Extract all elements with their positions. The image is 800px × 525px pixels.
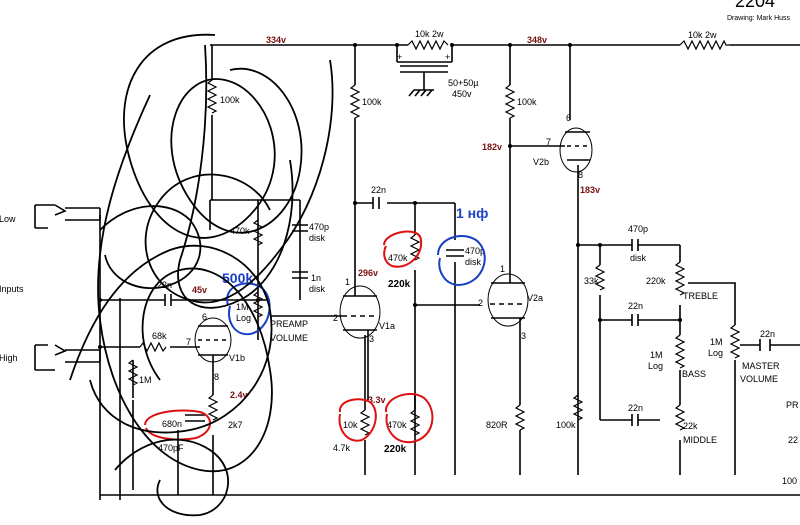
label-c22n-a: 22n xyxy=(371,185,386,195)
pin-v1b-8: 8 xyxy=(214,372,219,382)
label-pot1m-mv-log: Log xyxy=(708,348,723,358)
annotation-1nf: 1 нф xyxy=(456,205,488,221)
voltage-182: 182v xyxy=(482,142,502,152)
svg-text:+: + xyxy=(445,52,450,62)
label-disk-d: disk xyxy=(630,253,647,263)
label-edge-100: 100 xyxy=(782,476,797,486)
pin-v1b-6: 6 xyxy=(202,312,207,322)
label-r100k-c: 100k xyxy=(517,97,537,107)
label-r470k-b: 470k xyxy=(387,420,407,430)
label-r47k: 4.7k xyxy=(333,443,351,453)
label-disk-b: disk xyxy=(309,284,326,294)
label-preamp-volume: VOLUME xyxy=(270,333,308,343)
voltage-33: 3.3v xyxy=(368,395,386,405)
label-disk-a: disk xyxy=(309,233,326,243)
label-r10k2w-b: 10k 2w xyxy=(688,30,717,40)
label-v1a: V1a xyxy=(379,321,395,331)
label-treble: TREBLE xyxy=(683,291,718,301)
psu-filter-capacitor: ++ xyxy=(396,45,453,97)
label-pot1m-bass: 1M xyxy=(650,350,663,360)
label-master-volume: VOLUME xyxy=(740,374,778,384)
input-section xyxy=(34,199,800,500)
scribble-overlay xyxy=(69,33,334,517)
label-pot1m-mv: 1M xyxy=(710,337,723,347)
label-r220k-a: 220k xyxy=(388,279,411,290)
voltage-296: 296v xyxy=(358,268,378,278)
label-c22n-c: 22n xyxy=(628,301,643,311)
label-r1m: 1M xyxy=(139,375,152,385)
label-r820: 820R xyxy=(486,420,508,430)
label-r220k-b: 220k xyxy=(384,444,407,455)
label-c1n: 1n xyxy=(311,273,321,283)
label-c470pf: 470pF xyxy=(158,443,184,453)
label-preamp: PREAMP xyxy=(270,319,308,329)
label-v2a: V2a xyxy=(527,293,543,303)
label-c22n-e: 22n xyxy=(760,329,775,339)
label-r10k2w-a: 10k 2w xyxy=(415,29,444,39)
tone-stack xyxy=(572,239,800,475)
label-master: MASTER xyxy=(742,361,780,371)
pin-v2a-3: 3 xyxy=(521,331,526,341)
voltage-45: 45v xyxy=(192,285,207,295)
label-v1b: V1b xyxy=(229,353,245,363)
label-bass: BASS xyxy=(682,369,706,379)
red-annotation-circles xyxy=(144,230,434,444)
valve-v1a xyxy=(290,285,381,475)
label-inputs: Inputs xyxy=(0,284,24,294)
label-r2k7: 2k7 xyxy=(228,420,243,430)
label-disk-c: disk xyxy=(465,257,482,267)
label-c22n-d: 22n xyxy=(628,403,643,413)
label-psu-voltage: 450v xyxy=(452,89,472,99)
annotation-500k: 500k xyxy=(222,270,253,286)
interstage-network xyxy=(353,197,480,475)
voltage-24: 2.4v xyxy=(230,390,248,400)
pin-v2b-8: 8 xyxy=(578,170,583,180)
pin-v2b-6: 6 xyxy=(566,113,571,123)
label-r100k-d: 100k xyxy=(556,420,576,430)
valve-v2b xyxy=(508,45,593,475)
pin-v1a-2: 2 xyxy=(333,313,338,323)
label-pot22k: 22k xyxy=(683,421,698,431)
pin-v1a-3: 3 xyxy=(369,334,374,344)
label-c470p-c: 470p xyxy=(628,224,648,234)
label-v2b: V2b xyxy=(533,157,549,167)
svg-text:+: + xyxy=(397,52,402,62)
voltage-348: 348v xyxy=(527,35,547,45)
voltage-183: 183v xyxy=(580,185,600,195)
label-r100k-b: 100k xyxy=(362,97,382,107)
pin-v2a-2: 2 xyxy=(478,298,483,308)
header-title: 2204 xyxy=(735,0,775,11)
label-r33k: 33k xyxy=(584,276,599,286)
voltage-334: 334v xyxy=(266,35,286,45)
valve-v2a xyxy=(487,273,529,475)
label-c680n: 680n xyxy=(162,419,182,429)
v1a-cathode xyxy=(359,395,421,436)
label-input-high: High xyxy=(0,353,18,363)
pin-v1b-7: 7 xyxy=(186,337,191,347)
label-c470p-b: 470p xyxy=(465,246,485,256)
label-c470p-disk-a: 470p xyxy=(309,222,329,232)
label-edge-22: 22 xyxy=(788,435,798,445)
label-r10k: 10k xyxy=(343,420,358,430)
label-psu-cap: 50+50µ xyxy=(448,78,478,88)
label-middle: MIDDLE xyxy=(683,435,717,445)
label-r470k-a: 470k xyxy=(388,253,408,263)
label-pot1m-bass-log: Log xyxy=(648,361,663,371)
label-input-low: Low xyxy=(0,214,16,224)
label-edge-pr: PR xyxy=(786,400,799,410)
header-credit: Drawing: Mark Huss xyxy=(727,15,791,22)
label-r68k: 68k xyxy=(152,331,167,341)
label-pot1m-log: Log xyxy=(236,313,251,323)
ht-rail xyxy=(210,39,800,51)
pin-v2b-7: 7 xyxy=(546,137,551,147)
pin-v2a-1: 1 xyxy=(500,264,505,274)
label-r470k-c: 470k xyxy=(230,226,250,236)
label-pot1m: 1M xyxy=(236,302,249,312)
label-r100k-a: 100k xyxy=(220,95,240,105)
pin-v1a-1: 1 xyxy=(345,277,350,287)
label-pot220k: 220k xyxy=(646,276,666,286)
